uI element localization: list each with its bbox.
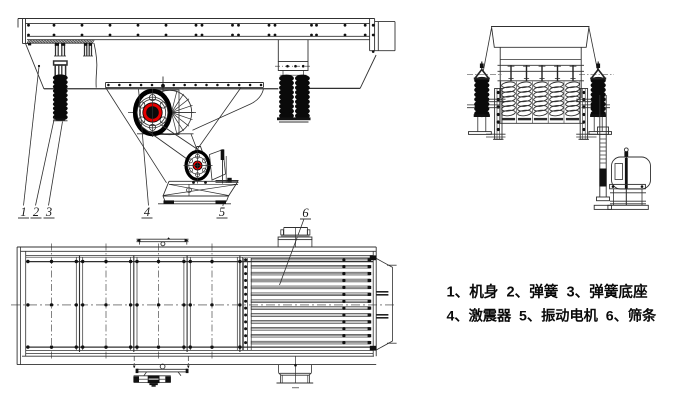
svg-text:4、激震器 5、振动电机 6、筛条: 4、激震器 5、振动电机 6、筛条	[447, 308, 658, 325]
svg-text:1、机身 2、弹簧 3、弹簧底座: 1、机身 2、弹簧 3、弹簧底座	[447, 283, 649, 301]
svg-text:3: 3	[45, 205, 52, 219]
svg-text:4: 4	[144, 205, 150, 219]
svg-text:6: 6	[302, 206, 309, 220]
svg-text:5: 5	[219, 205, 225, 219]
svg-text:1: 1	[20, 205, 26, 219]
svg-text:2: 2	[33, 205, 39, 219]
